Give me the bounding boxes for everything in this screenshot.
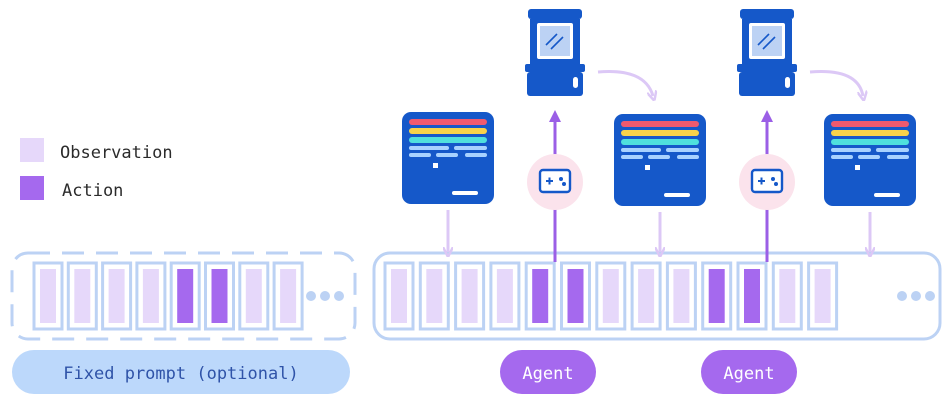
legend-observation-label: Observation [60, 143, 173, 163]
action-token [211, 269, 228, 323]
action-token [177, 269, 194, 323]
observation-token [280, 269, 297, 323]
legend-observation-swatch [20, 138, 44, 162]
observation-token [426, 269, 443, 323]
action-token [532, 269, 549, 323]
agent-pill [701, 350, 797, 394]
observation-token [74, 269, 91, 323]
breakout-screen-icon [824, 114, 916, 206]
transition-arrow [809, 70, 863, 97]
prompt-frame-border [10, 251, 357, 341]
ellipsis-icon [306, 291, 344, 301]
observation-token [391, 269, 407, 323]
fixed-prompt-label: Fixed prompt (optional) [63, 364, 298, 384]
fixed-prompt-pill [12, 350, 350, 394]
observation-token [814, 269, 831, 323]
agent-pill [500, 350, 596, 394]
observation-token [245, 269, 262, 323]
legend-action-label: Action [62, 181, 123, 201]
ellipsis-icon [897, 291, 935, 301]
gamepad-icon [739, 154, 795, 210]
agent-label: Agent [522, 364, 573, 384]
action-token [567, 269, 584, 323]
observation-token [108, 269, 125, 323]
observation-token [602, 269, 619, 323]
legend-action-swatch [20, 176, 44, 200]
arcade-cabinet-icon [736, 8, 798, 97]
breakout-screen-icon [402, 112, 494, 204]
action-token [744, 269, 760, 323]
context-token-row [383, 261, 839, 331]
prompt-frame [10, 251, 357, 341]
observation-token [673, 269, 690, 323]
action-token [708, 269, 725, 323]
observation-token [496, 269, 513, 323]
observation-token [142, 269, 159, 323]
observation-token [461, 269, 478, 323]
gamepad-icon [527, 154, 583, 210]
observation-token [638, 269, 655, 323]
arcade-cabinet-icon [524, 8, 586, 97]
observation-token [40, 269, 56, 323]
transition-arrow [597, 70, 653, 97]
observation-token [779, 269, 796, 323]
breakout-screen-icon [614, 114, 706, 206]
agent-label: Agent [723, 364, 774, 384]
prompt-token-row [32, 261, 304, 331]
